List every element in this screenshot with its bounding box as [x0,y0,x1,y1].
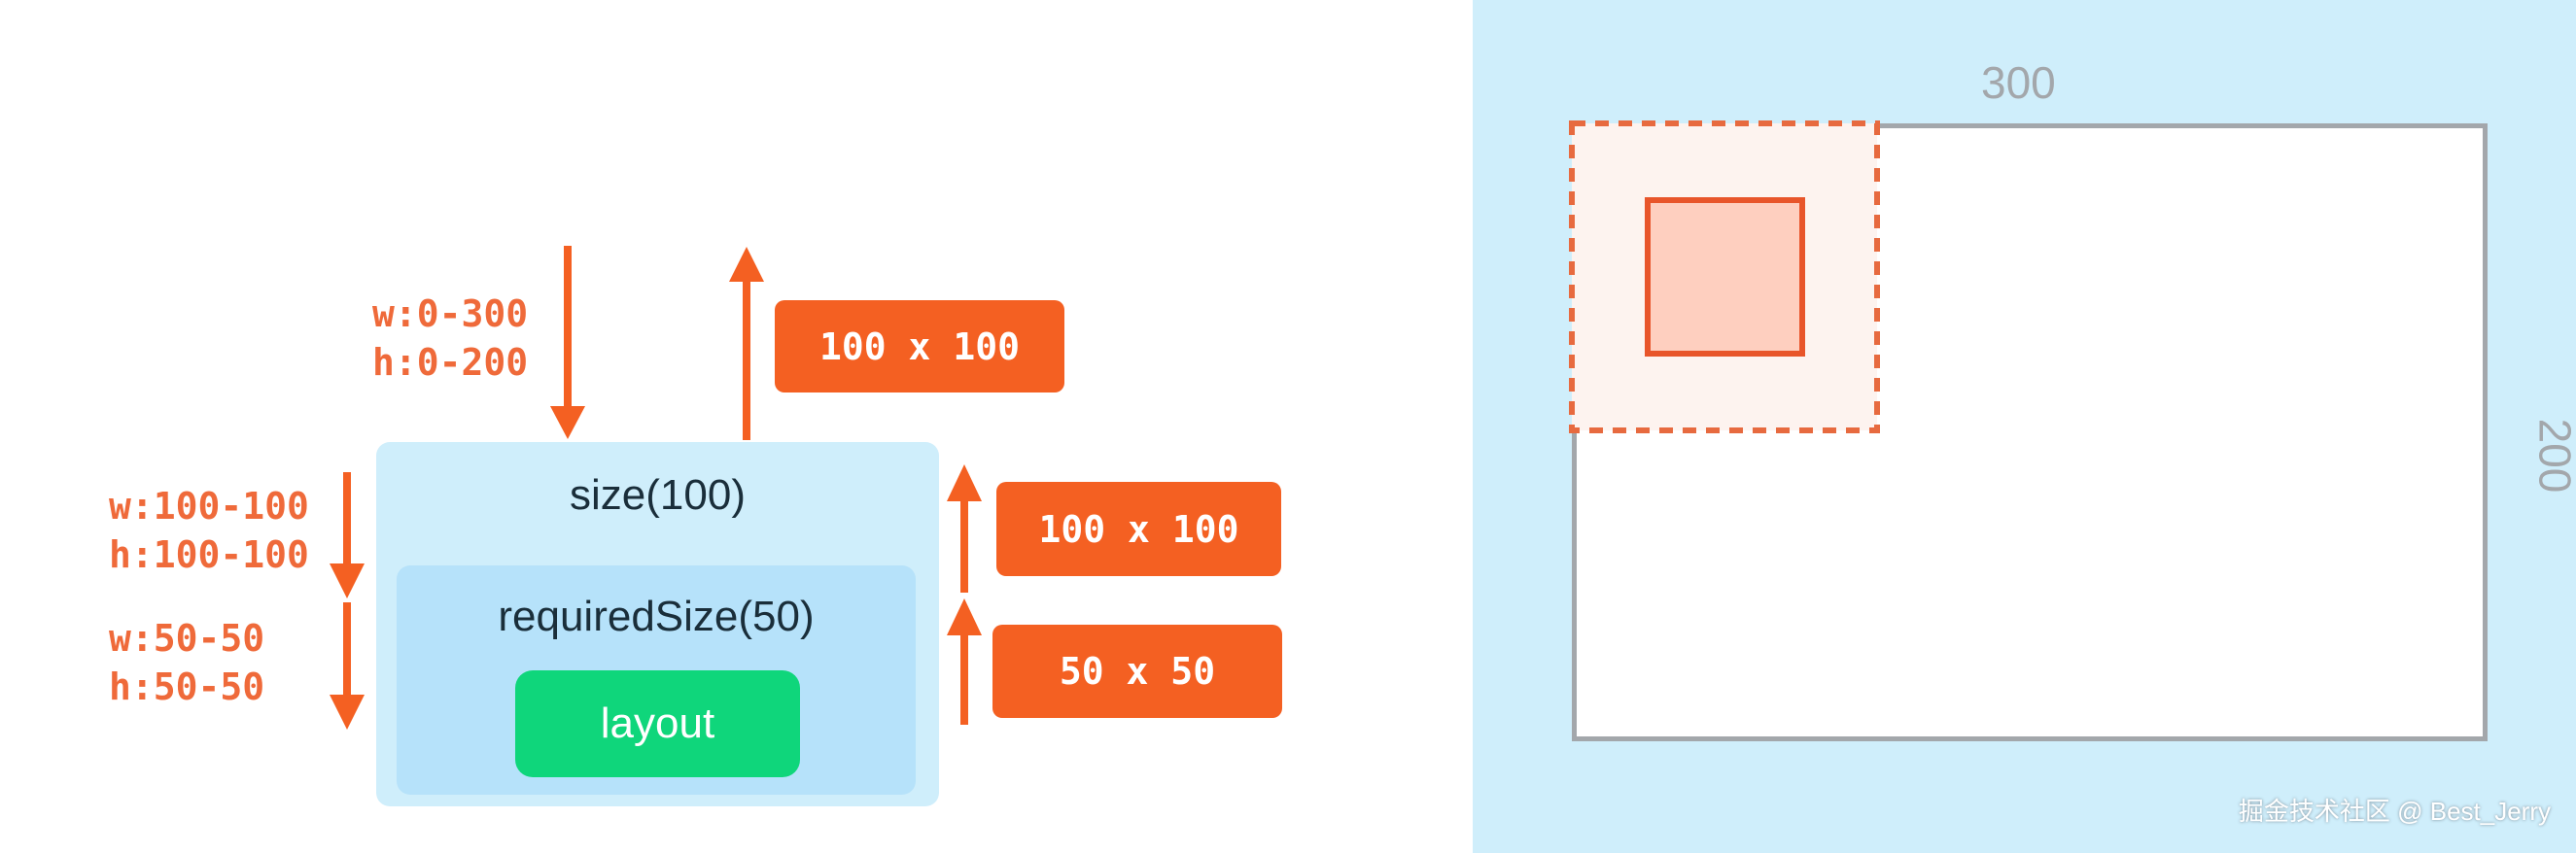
outer-result-arrow [729,247,764,440]
size-result-badge: 100 x 100 [996,482,1281,576]
layout-node: layout [515,670,800,777]
size-modifier-label: size(100) [570,471,746,519]
canvas-width-label: 300 [1981,57,2056,108]
size-constraint-label: w:100-100 h:100-100 [109,482,309,579]
outer-constraint-w: w:0-300 [372,292,529,335]
size-result-arrow [947,464,982,593]
outer-constraint-h: h:0-200 [372,341,529,384]
required-result-arrow [947,598,982,725]
size-constraint-w: w:100-100 [109,485,309,528]
layout-area-square [1645,197,1805,357]
outer-constraint-arrow [550,246,585,439]
required-constraint-h: h:50-50 [109,665,265,708]
required-constraint-label: w:50-50 h:50-50 [109,614,264,711]
size-constraint-arrow [330,472,365,598]
required-result-badge: 50 x 50 [992,625,1282,718]
required-size-modifier-label: requiredSize(50) [498,593,815,640]
canvas-height-label: 200 [2529,418,2576,494]
required-constraint-w: w:50-50 [109,617,265,660]
required-constraint-arrow [330,602,365,730]
watermark: 掘金技术社区 @ Best_Jerry [2238,797,2551,826]
outer-result-badge: 100 x 100 [775,300,1064,392]
size-constraint-h: h:100-100 [109,533,309,576]
outer-constraint-label: w:0-300 h:0-200 [372,290,528,387]
